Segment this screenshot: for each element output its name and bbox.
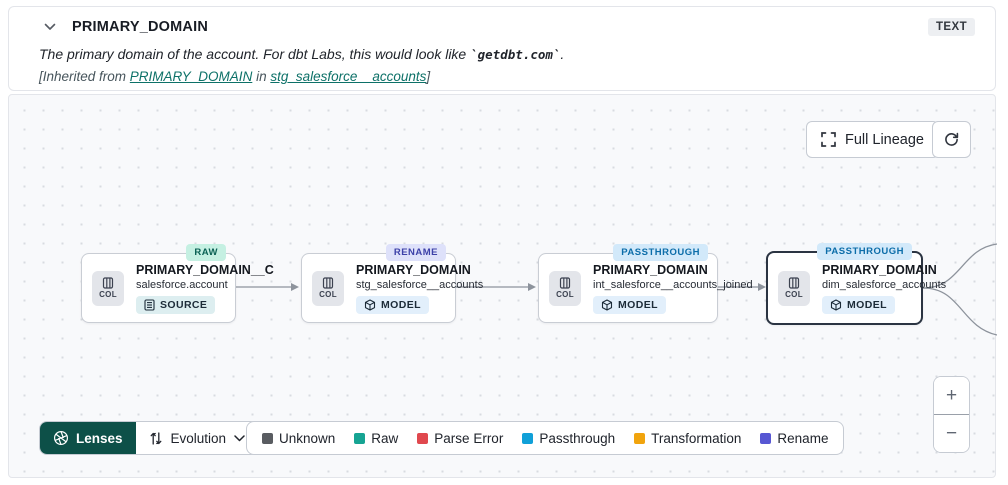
legend-label: Transformation <box>651 430 742 446</box>
legend-item-transformation: Transformation <box>634 431 741 446</box>
legend-label: Rename <box>777 430 829 446</box>
node-column-name: PRIMARY_DOMAIN <box>593 262 708 277</box>
inherited-middle: in <box>252 69 271 84</box>
refresh-icon <box>943 131 960 148</box>
node-resource-type-badge: MODEL <box>822 295 895 314</box>
legend-swatch <box>354 432 366 444</box>
lineage-node-int-salesforce-accounts-joined[interactable]: PASSTHROUGH COL PRIMARY_DOMAIN int_sales… <box>538 244 753 323</box>
evolution-legend: Unknown Raw Parse Error Passthrough Tran… <box>246 421 845 455</box>
legend-swatch <box>634 432 646 444</box>
resource-type-label: MODEL <box>381 298 421 311</box>
inherited-prefix: [Inherited from <box>39 69 130 84</box>
legend-item-rename: Rename <box>760 431 828 446</box>
lenses-label: Lenses <box>76 430 123 446</box>
model-cube-icon <box>364 298 376 311</box>
model-cube-icon <box>601 298 613 311</box>
col-chip-label: COL <box>99 290 117 299</box>
node-resource-type-badge: MODEL <box>593 295 666 314</box>
node-column-name: PRIMARY_DOMAIN <box>356 262 471 277</box>
table-column-icon <box>788 277 800 289</box>
legend-label: Unknown <box>279 430 336 446</box>
column-chip: COL <box>549 270 581 306</box>
table-column-icon <box>559 277 571 289</box>
legend-item-raw: Raw <box>354 431 398 446</box>
chevron-down-icon <box>234 434 245 441</box>
selected-lens-label: Evolution <box>170 430 227 446</box>
legend-item-parse-error: Parse Error <box>417 431 503 446</box>
full-lineage-label: Full Lineage <box>845 131 924 148</box>
description-code: `getdbt.com` <box>470 47 561 62</box>
legend-label: Raw <box>371 430 399 446</box>
column-description: The primary domain of the account. For d… <box>39 46 975 62</box>
legend-item-unknown: Unknown <box>262 431 335 446</box>
col-chip-label: COL <box>319 290 337 299</box>
evolution-status-badge: PASSTHROUGH <box>817 243 912 260</box>
legend-swatch <box>262 432 273 444</box>
node-model-name: stg_salesforce__accounts <box>356 278 484 291</box>
lenses-button[interactable]: Lenses <box>40 422 136 454</box>
collapse-chevron-icon[interactable] <box>39 18 61 36</box>
column-chip: COL <box>312 270 344 306</box>
legend-swatch <box>522 432 534 444</box>
description-text: The primary domain of the account. For d… <box>39 46 471 62</box>
zoom-in-button[interactable]: + <box>934 377 969 415</box>
column-details-panel: PRIMARY_DOMAIN TEXT The primary domain o… <box>8 6 996 91</box>
zoom-controls: + − <box>933 376 970 453</box>
inherited-suffix: ] <box>426 69 431 84</box>
lineage-node-dim-salesforce-accounts[interactable]: PASSTHROUGH COL PRIMARY_DOMAIN dim_sales… <box>766 243 946 325</box>
resource-type-label: SOURCE <box>160 298 208 311</box>
zoom-out-button[interactable]: − <box>934 415 969 452</box>
source-icon <box>144 298 155 311</box>
evolution-status-badge: PASSTHROUGH <box>613 244 708 261</box>
col-chip-label: COL <box>556 290 574 299</box>
full-lineage-button[interactable]: Full Lineage <box>806 121 939 158</box>
column-type-badge: TEXT <box>928 18 975 36</box>
node-model-name: salesforce.account <box>136 278 228 291</box>
evolution-icon <box>150 431 161 445</box>
resource-type-label: MODEL <box>618 298 658 311</box>
aperture-icon <box>53 430 69 446</box>
lineage-canvas[interactable]: Full Lineage RAW COL PRIMARY_DOMAIN__C s… <box>8 94 997 478</box>
legend-label: Passthrough <box>539 430 616 446</box>
legend-swatch <box>417 432 429 444</box>
node-resource-type-badge: MODEL <box>356 295 429 314</box>
expand-corners-icon <box>821 132 836 147</box>
node-model-name: int_salesforce__accounts_joined <box>593 278 753 291</box>
lenses-control-group: Lenses Evolution <box>39 421 260 455</box>
node-resource-type-badge: SOURCE <box>136 295 216 314</box>
resource-type-label: MODEL <box>847 298 887 311</box>
description-period: . <box>560 46 565 62</box>
node-model-name: dim_salesforce_accounts <box>822 278 947 291</box>
table-column-icon <box>102 277 114 289</box>
inherited-column-link[interactable]: PRIMARY_DOMAIN <box>129 69 253 84</box>
lens-selector-dropdown[interactable]: Evolution <box>135 422 259 454</box>
col-chip-label: COL <box>785 290 803 299</box>
column-chip: COL <box>92 270 124 306</box>
model-cube-icon <box>830 298 842 311</box>
page-title: PRIMARY_DOMAIN <box>72 19 208 35</box>
legend-swatch <box>760 432 772 444</box>
inherited-model-link[interactable]: stg_salesforce__accounts <box>270 69 427 84</box>
refresh-button[interactable] <box>932 121 971 158</box>
column-chip: COL <box>778 270 810 306</box>
legend-label: Parse Error <box>434 430 504 446</box>
legend-item-passthrough: Passthrough <box>522 431 615 446</box>
inherited-from-note: [Inherited from PRIMARY_DOMAIN in stg_sa… <box>39 69 975 84</box>
lineage-node-stg-salesforce-accounts[interactable]: RENAME COL PRIMARY_DOMAIN stg_salesforce… <box>301 244 483 323</box>
table-column-icon <box>322 277 334 289</box>
node-column-name: PRIMARY_DOMAIN <box>822 262 937 277</box>
evolution-status-badge: RENAME <box>385 244 446 261</box>
lineage-node-salesforce-account[interactable]: RAW COL PRIMARY_DOMAIN__C salesforce.acc… <box>81 244 274 323</box>
node-column-name: PRIMARY_DOMAIN__C <box>136 262 274 277</box>
evolution-status-badge: RAW <box>186 244 226 261</box>
